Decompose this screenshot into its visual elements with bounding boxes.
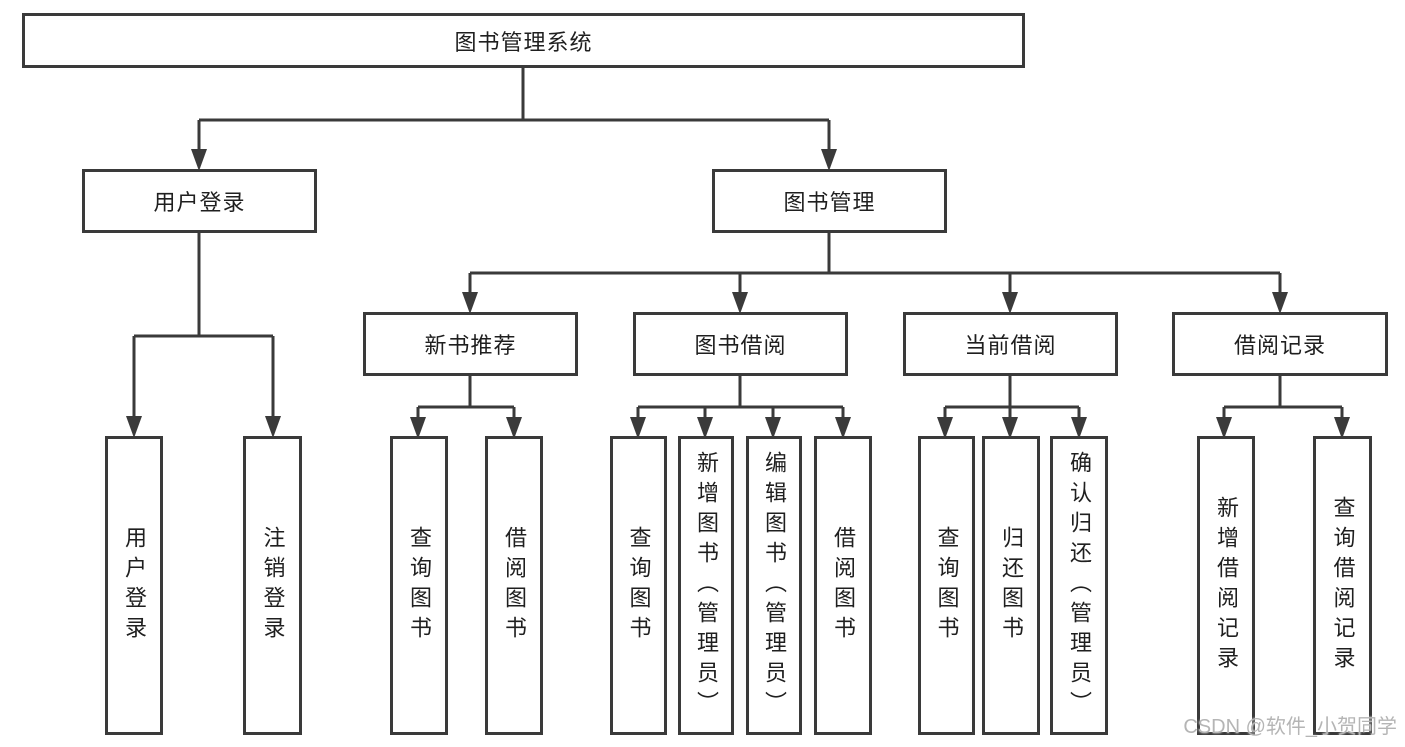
node-book-borrowing: 图书借阅: [633, 312, 848, 376]
leaf-logout-label: 注销登录: [260, 525, 286, 646]
leaf-borrow-books-2: 借阅图书: [814, 436, 872, 735]
leaf-edit-book-admin: 编辑图书（管理员）: [746, 436, 802, 735]
leaf-add-borrow-record: 新增借阅记录: [1197, 436, 1255, 735]
leaf-user-login-label: 用户登录: [122, 525, 147, 646]
node-new-book-recommend-label: 新书推荐: [424, 333, 517, 358]
node-borrowing-records-label: 借阅记录: [1233, 333, 1326, 358]
leaf-query-books-2: 查询图书: [610, 436, 667, 735]
node-book-management-label: 图书管理: [783, 190, 876, 215]
connector-path: [132, 68, 1344, 420]
node-current-borrowing: 当前借阅: [903, 312, 1118, 376]
leaf-return-book: 归还图书: [982, 436, 1040, 735]
node-user-login-label: 用户登录: [153, 190, 246, 215]
leaf-return-book-label: 归还图书: [999, 525, 1024, 646]
leaf-add-borrow-record-label: 新增借阅记录: [1214, 495, 1239, 676]
leaf-add-book-admin: 新增图书（管理员）: [678, 436, 734, 735]
watermark: CSDN @软件_小贺同学: [1183, 716, 1397, 738]
leaf-logout: 注销登录: [243, 436, 302, 735]
leaf-confirm-return-admin-label: 确认归还（管理员）: [1067, 450, 1092, 721]
leaf-confirm-return-admin: 确认归还（管理员）: [1050, 436, 1108, 735]
node-root: 图书管理系统: [22, 13, 1025, 68]
node-new-book-recommend: 新书推荐: [363, 312, 578, 376]
leaf-query-books-3: 查询图书: [918, 436, 975, 735]
leaf-query-books-3-label: 查询图书: [934, 525, 960, 646]
leaf-borrow-books-1: 借阅图书: [485, 436, 543, 735]
leaf-query-borrow-record: 查询借阅记录: [1313, 436, 1372, 735]
arrowheads: [126, 149, 1350, 439]
node-user-login: 用户登录: [82, 169, 317, 233]
leaf-query-books-2-label: 查询图书: [626, 525, 652, 646]
node-borrowing-records: 借阅记录: [1172, 312, 1388, 376]
leaf-query-books-1: 查询图书: [390, 436, 448, 735]
leaf-borrow-books-1-label: 借阅图书: [502, 525, 527, 646]
leaf-add-book-admin-label: 新增图书（管理员）: [694, 450, 719, 721]
leaf-query-books-1-label: 查询图书: [407, 525, 432, 646]
node-root-label: 图书管理系统: [454, 29, 593, 55]
leaf-user-login: 用户登录: [105, 436, 163, 735]
node-book-management: 图书管理: [712, 169, 947, 233]
leaf-edit-book-admin-label: 编辑图书（管理员）: [762, 450, 787, 721]
node-book-borrowing-label: 图书借阅: [694, 333, 787, 358]
leaf-query-borrow-record-label: 查询借阅记录: [1330, 495, 1356, 676]
node-current-borrowing-label: 当前借阅: [964, 333, 1057, 358]
leaf-borrow-books-2-label: 借阅图书: [831, 525, 856, 646]
